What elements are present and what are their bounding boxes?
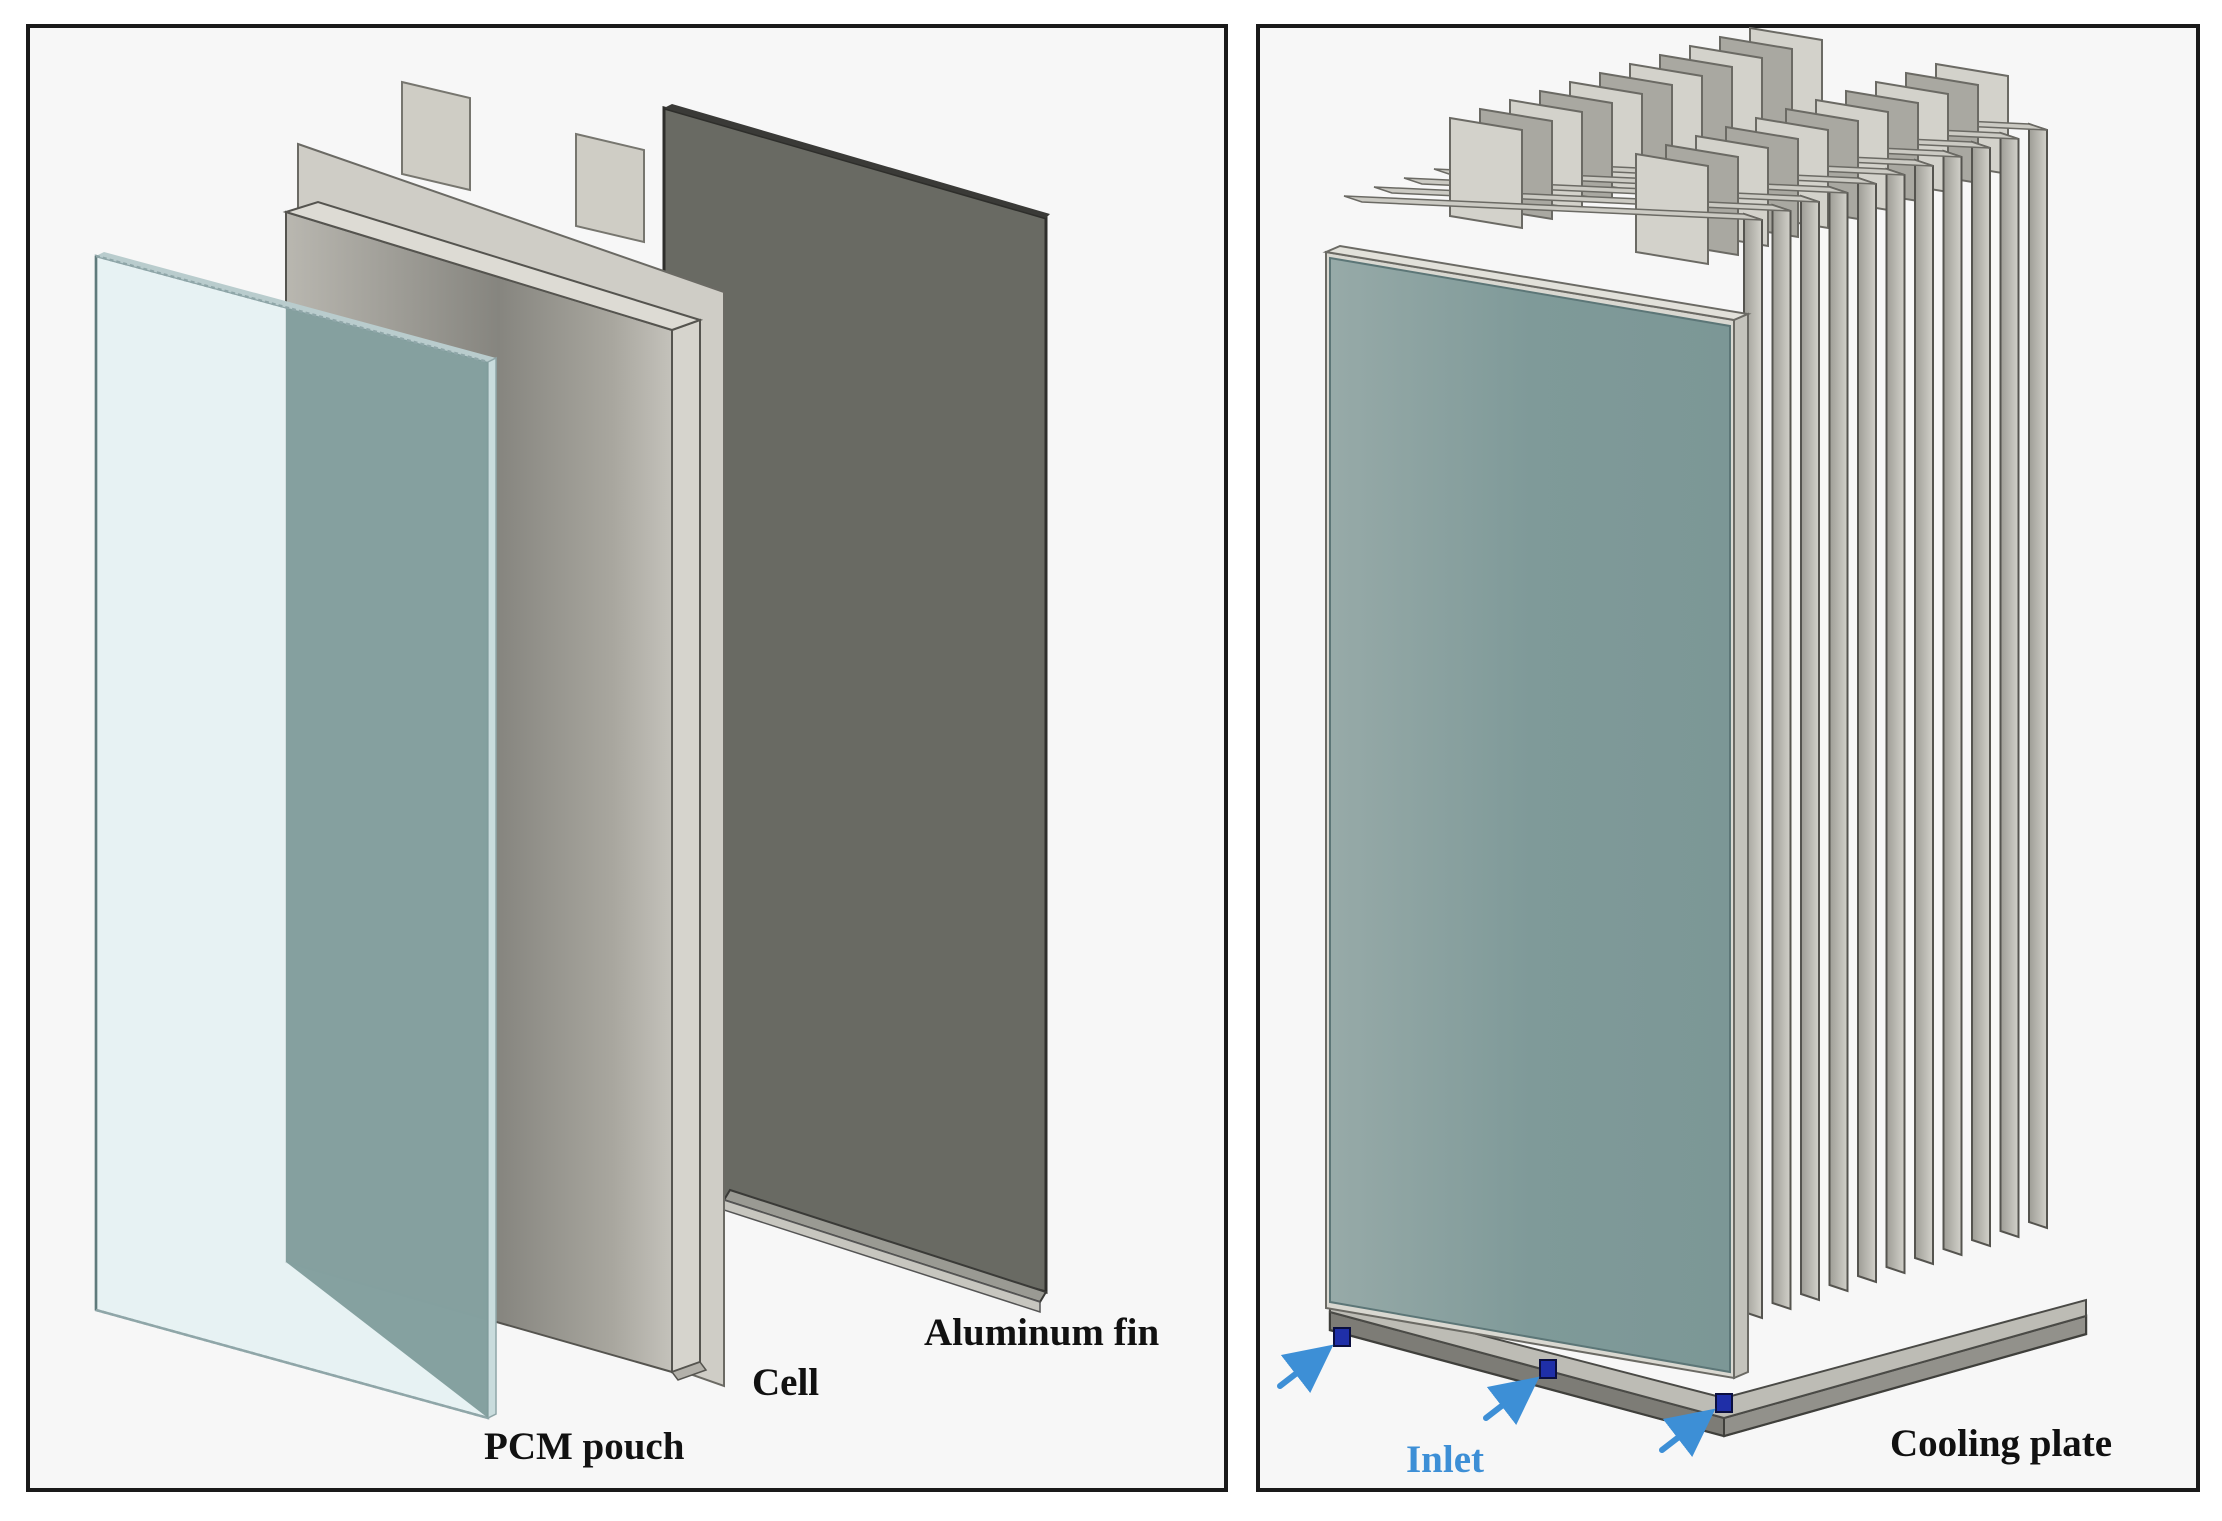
fin-tab: [1635, 152, 1709, 266]
fin-side-face: [1771, 203, 1792, 1311]
inlet-arrow-1: [1277, 1344, 1334, 1394]
left-panel-exploded-view: Aluminum fin Cell PCM pouch: [26, 24, 1228, 1492]
fin-side-face: [1971, 140, 1991, 1248]
label-cell: Cell: [752, 1361, 819, 1404]
inlet-port-1: [1333, 1327, 1351, 1347]
cell-tab-left: [401, 80, 471, 192]
fin-side-face: [1999, 131, 2020, 1239]
inlet-arrow-3: [1659, 1408, 1716, 1458]
right-panel-assembled-module: Inlet Cooling plate: [1256, 24, 2200, 1492]
label-pcm-pouch: PCM pouch: [484, 1425, 685, 1468]
fin-side-face: [1942, 149, 1963, 1257]
fin-side-face: [1885, 167, 1906, 1275]
fin-stack: [1343, 26, 2048, 1320]
inlet-arrow-2: [1483, 1376, 1540, 1426]
cell-tab-right: [575, 132, 645, 244]
fin-top-edge: [1343, 195, 1763, 221]
fin-tab: [1449, 116, 1523, 230]
inlet-port-2: [1539, 1359, 1557, 1379]
pack-front-pcm-face: [1322, 244, 1752, 1380]
aluminum-fin-shape: [662, 104, 1050, 1314]
inlet-ports: [1333, 1327, 1733, 1413]
label-aluminum-fin: Aluminum fin: [924, 1311, 1159, 1354]
inlet-port-3: [1715, 1393, 1733, 1413]
cooling-plate-shape: [1328, 1294, 2088, 1438]
label-inlet: Inlet: [1406, 1438, 1484, 1481]
pcm-pouch-shape: [94, 252, 497, 1420]
fin-side-face: [1800, 194, 1820, 1302]
fin-side-face: [1857, 176, 1877, 1284]
label-cooling-plate: Cooling plate: [1890, 1422, 2112, 1465]
inlet-arrows: [1277, 1344, 1716, 1458]
fin-side-face: [2028, 122, 2048, 1230]
fin-side-face: [1828, 185, 1849, 1293]
fin-side-face: [1914, 158, 1934, 1266]
